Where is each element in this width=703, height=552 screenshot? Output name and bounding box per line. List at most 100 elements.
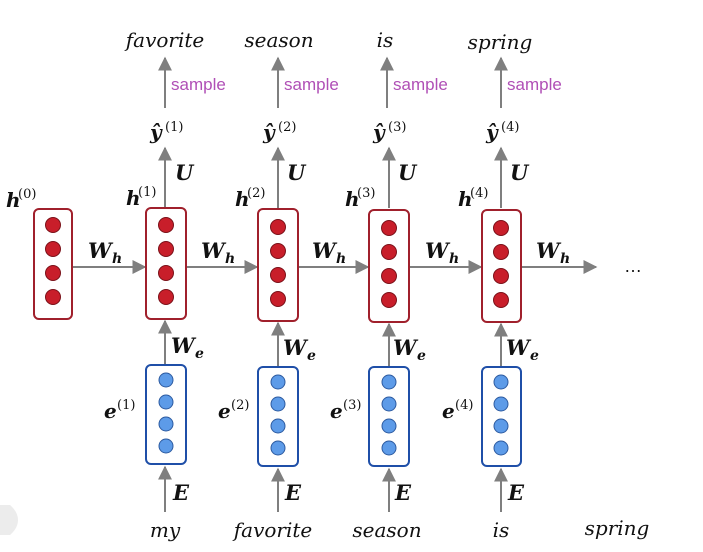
neuron-dot [270, 374, 286, 390]
neuron-dot [158, 394, 174, 410]
embedding-3 [368, 366, 410, 467]
input-word-5: spring [585, 516, 650, 540]
neuron-dot [493, 440, 509, 456]
svg-text:e: e [530, 348, 539, 364]
neuron-dot [270, 440, 286, 456]
neuron-dot [493, 396, 509, 412]
svg-text:W: W [393, 335, 419, 360]
h1-label: h (1) [126, 185, 156, 210]
svg-text:W: W [312, 238, 338, 263]
svg-text:h: h [112, 251, 122, 267]
neuron-dot [493, 244, 509, 260]
u-label-1: U [175, 160, 195, 185]
svg-text:(3): (3) [343, 398, 361, 413]
sample-label-4: sample [507, 75, 562, 94]
embedding-4 [481, 366, 522, 467]
neuron-dot [158, 265, 174, 281]
e4-label: e (4) [442, 398, 473, 423]
svg-text:e: e [417, 348, 426, 364]
h4-label: h (4) [458, 186, 488, 211]
svg-text:e: e [442, 399, 455, 423]
neuron-dot [493, 418, 509, 434]
sample-label-1: sample [171, 75, 226, 94]
neuron-dot [493, 220, 509, 236]
output-word-1: favorite [124, 28, 205, 52]
svg-text:(2): (2) [278, 120, 296, 135]
we-label-2: W e [283, 335, 316, 364]
svg-text:(4): (4) [501, 120, 519, 135]
yhat-label-4: ŷ (4) [485, 120, 519, 144]
e3-label: e (3) [330, 398, 361, 423]
neuron-dot [270, 219, 286, 235]
svg-text:(3): (3) [388, 120, 406, 135]
neuron-dot [493, 292, 509, 308]
neuron-dot [45, 289, 61, 305]
hidden-state-0 [33, 208, 73, 320]
svg-text:e: e [307, 348, 316, 364]
neuron-dot [158, 217, 174, 233]
u-label-3: U [398, 160, 418, 185]
neuron-dot [270, 418, 286, 434]
svg-text:h: h [449, 251, 459, 267]
hidden-state-4 [481, 209, 522, 323]
sample-label-2: sample [284, 75, 339, 94]
embedding-matrix-label-4: E [507, 480, 525, 505]
wh-label-3: W h [312, 238, 346, 267]
embedding-matrix-label-3: E [394, 480, 412, 505]
neuron-dot [158, 241, 174, 257]
e2-label: e (2) [218, 398, 249, 423]
svg-text:e: e [104, 399, 117, 423]
corner-shadow [0, 505, 18, 535]
svg-text:ŷ: ŷ [149, 120, 163, 144]
svg-text:h: h [235, 187, 250, 211]
yhat-label-1: ŷ (1) [149, 120, 183, 144]
embedding-2 [257, 366, 299, 467]
wh-label-4: W h [425, 238, 459, 267]
hidden-state-1 [145, 207, 187, 320]
neuron-dot [158, 416, 174, 432]
neuron-dot [381, 374, 397, 390]
svg-text:ŷ: ŷ [372, 120, 386, 144]
svg-text:(1): (1) [165, 120, 183, 135]
neuron-dot [45, 217, 61, 233]
svg-text:W: W [506, 335, 532, 360]
yhat-label-3: ŷ (3) [372, 120, 406, 144]
neuron-dot [381, 418, 397, 434]
u-label-2: U [287, 160, 307, 185]
sample-label-3: sample [393, 75, 448, 94]
svg-text:h: h [336, 251, 346, 267]
svg-text:(3): (3) [357, 186, 375, 201]
svg-text:e: e [195, 346, 204, 362]
input-word-4: is [493, 518, 510, 542]
wh-label-1: W h [88, 238, 122, 267]
hidden-state-3 [368, 209, 410, 323]
neuron-dot [158, 438, 174, 454]
embedding-1 [145, 364, 187, 465]
neuron-dot [45, 265, 61, 281]
svg-text:(1): (1) [138, 185, 156, 200]
neuron-dot [45, 241, 61, 257]
embedding-matrix-label-2: E [284, 480, 302, 505]
continuation-ellipsis: … [624, 256, 642, 276]
neuron-dot [493, 374, 509, 390]
svg-text:h: h [458, 187, 473, 211]
wh-label-2: W h [201, 238, 235, 267]
h3-label: h (3) [345, 186, 375, 211]
output-word-2: season [244, 28, 313, 52]
svg-text:W: W [536, 238, 562, 263]
neuron-dot [381, 440, 397, 456]
neuron-dot [381, 220, 397, 236]
neuron-dot [381, 292, 397, 308]
svg-text:W: W [88, 238, 114, 263]
neuron-dot [158, 289, 174, 305]
neuron-dot [270, 267, 286, 283]
output-word-3: is [377, 28, 394, 52]
svg-text:h: h [126, 186, 141, 210]
we-label-1: W e [171, 333, 204, 362]
svg-text:(2): (2) [231, 398, 249, 413]
neuron-dot [381, 396, 397, 412]
input-word-3: season [352, 518, 421, 542]
svg-text:W: W [171, 333, 197, 358]
input-word-1: my [150, 518, 181, 542]
output-word-4: spring [468, 30, 533, 54]
